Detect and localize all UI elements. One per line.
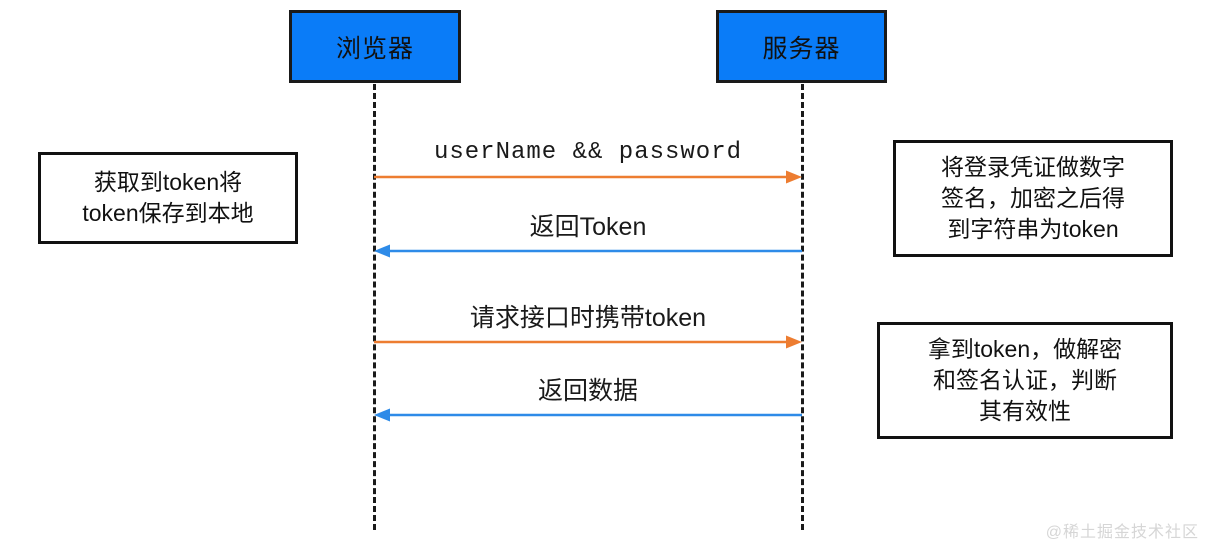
message-request-with-token: 请求接口时携带token [374,303,802,349]
participant-label-server: 服务器 [762,34,841,63]
message-label-2: 返回Token [529,213,647,241]
note-server-sign-encrypt: 将登录凭证做数字签名，加密之后得到字符串为token [893,140,1173,257]
arrow-response-2 [374,244,802,258]
arrow-request-3 [374,335,802,349]
participant-box-browser: 浏览器 [289,10,461,83]
message-label-4: 返回数据 [537,377,638,405]
message-return-data: 返回数据 [374,376,802,422]
lifeline-server [801,84,804,530]
participant-label-browser: 浏览器 [335,34,414,63]
arrow-request-1 [374,170,802,184]
arrow-response-4 [374,408,802,422]
message-label-3: 请求接口时携带token [469,304,707,332]
note-right-bottom-text: 拿到token，做解密和签名认证，判断其有效性 [927,336,1123,424]
message-label-1: userName && password [433,139,743,166]
note-server-verify-token: 拿到token，做解密和签名认证，判断其有效性 [877,322,1173,439]
note-right-top-text: 将登录凭证做数字签名，加密之后得到字符串为token [941,154,1125,242]
message-return-token: 返回Token [374,212,802,258]
lifeline-browser [373,84,376,530]
participant-box-server: 服务器 [716,10,887,83]
watermark: @稀土掘金技术社区 [1045,524,1199,541]
message-username-password: userName && password [374,138,802,184]
